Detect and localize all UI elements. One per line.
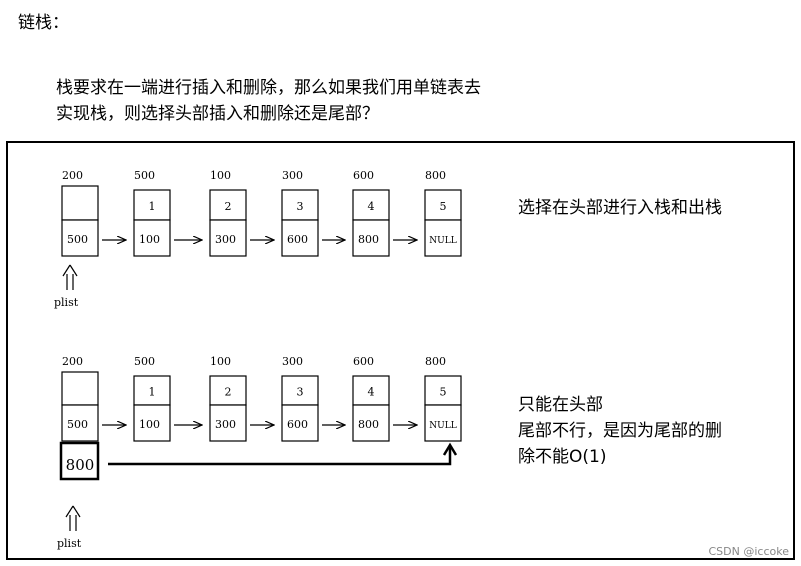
node-data-value: 1 xyxy=(149,386,156,399)
node-address: 200 xyxy=(62,169,83,182)
page-title: 链栈： xyxy=(18,13,69,33)
node-data-value: 2 xyxy=(225,200,232,213)
node-next-value: 100 xyxy=(139,418,160,431)
node-data-value: 4 xyxy=(368,200,375,213)
note-2: 只能在头部 尾部不行，是因为尾部的删 除不能O(1) xyxy=(518,392,722,470)
node-address: 800 xyxy=(425,169,446,182)
tail-pointer-value: 800 xyxy=(66,456,95,474)
node-data-cell xyxy=(281,189,319,221)
node-next-cell xyxy=(424,219,462,257)
node-next-cell xyxy=(61,404,99,442)
node-data-cell xyxy=(133,189,171,221)
node-address: 600 xyxy=(353,169,374,182)
node-next-cell xyxy=(352,219,390,257)
note-1: 选择在头部进行入栈和出栈 xyxy=(518,198,722,218)
watermark: CSDN @iccoke xyxy=(708,545,790,558)
node-address: 500 xyxy=(134,355,155,368)
node-address: 100 xyxy=(210,355,231,368)
note-2-line-1: 只能在头部 xyxy=(518,395,603,415)
node-data-cell xyxy=(61,185,99,221)
node-data-value: 5 xyxy=(440,386,447,399)
node-next-cell xyxy=(281,404,319,442)
node-next-value: 100 xyxy=(139,233,160,246)
intro-text: 栈要求在一端进行插入和删除，那么如果我们用单链表去 实现栈，则选择头部插入和删除… xyxy=(56,75,481,127)
node-address: 500 xyxy=(134,169,155,182)
node-next-value: NULL xyxy=(429,421,456,431)
node-address: 800 xyxy=(425,355,446,368)
node-address: 300 xyxy=(282,355,303,368)
node-next-value: 600 xyxy=(287,418,308,431)
node-data-value: 5 xyxy=(440,200,447,213)
node-address: 100 xyxy=(210,169,231,182)
node-data-cell xyxy=(133,375,171,406)
diagram-frame xyxy=(6,141,795,560)
node-next-value: NULL xyxy=(429,236,456,246)
node-data-value: 2 xyxy=(225,386,232,399)
node-next-value: 500 xyxy=(67,418,88,431)
node-data-cell xyxy=(281,375,319,406)
plist-arrow-2 xyxy=(65,505,81,531)
node-data-value: 1 xyxy=(149,200,156,213)
node-data-cell xyxy=(424,189,462,221)
node-next-cell xyxy=(352,404,390,442)
node-next-value: 600 xyxy=(287,233,308,246)
node-next-cell xyxy=(133,404,171,442)
tail-arrow-head xyxy=(442,442,458,456)
tail-arrow xyxy=(108,447,452,466)
node-next-cell xyxy=(424,404,462,442)
plist-label-2: plist xyxy=(57,537,82,550)
diagram-2: 200 500 500 1 100 100 2 300 300 3 600 600 4 800 800 5NU… xyxy=(61,355,462,442)
node-address: 600 xyxy=(353,355,374,368)
node-next-value: 800 xyxy=(358,233,379,246)
node-address: 300 xyxy=(282,169,303,182)
note-2-line-3: 除不能O(1) xyxy=(518,447,607,467)
node-address: 200 xyxy=(62,355,83,368)
node-next-value: 800 xyxy=(358,418,379,431)
node-data-cell xyxy=(424,375,462,406)
node-next-cell xyxy=(61,219,99,257)
node-data-value: 3 xyxy=(297,386,304,399)
tail-pointer-box xyxy=(59,441,100,481)
node-data-value: 3 xyxy=(297,200,304,213)
diagram-1: 200 500 500 1 100 100 2 300 300 3 600 600 4 800 800 5NU… xyxy=(61,169,462,257)
intro-line-1: 栈要求在一端进行插入和删除，那么如果我们用单链表去 xyxy=(56,78,481,98)
node-data-cell xyxy=(61,371,99,406)
plist-label-1: plist xyxy=(54,296,79,309)
node-data-cell xyxy=(209,189,247,221)
node-next-value: 300 xyxy=(215,418,236,431)
note-2-line-2: 尾部不行，是因为尾部的删 xyxy=(518,421,722,441)
node-next-value: 500 xyxy=(67,233,88,246)
plist-arrow-1 xyxy=(62,264,78,290)
node-next-value: 300 xyxy=(215,233,236,246)
intro-line-2: 实现栈，则选择头部插入和删除还是尾部？ xyxy=(56,104,379,124)
node-next-cell xyxy=(209,219,247,257)
node-next-cell xyxy=(209,404,247,442)
node-data-cell xyxy=(209,375,247,406)
node-next-cell xyxy=(133,219,171,257)
node-data-value: 4 xyxy=(368,386,375,399)
node-next-cell xyxy=(281,219,319,257)
